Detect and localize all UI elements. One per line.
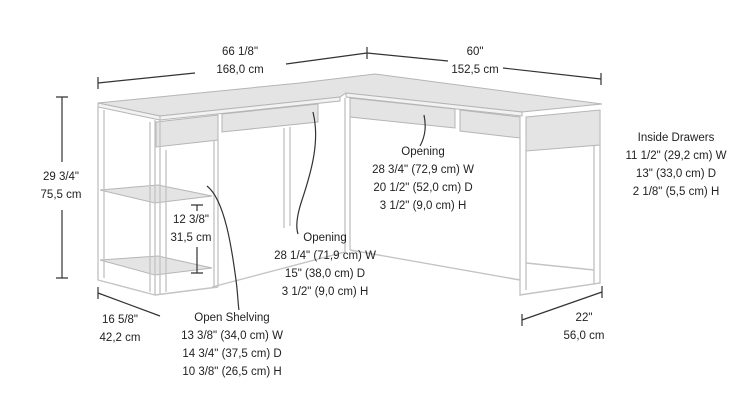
middle-legs [211, 127, 346, 288]
left-opening-title: Opening [303, 232, 347, 244]
open-shelving-label: Open Shelving 13 3/8" (34,0 cm) W 14 3/4… [181, 309, 283, 381]
open-shelving-height: 10 3/8" (26,5 cm) H [182, 366, 282, 378]
shelf-spacing-imperial: 12 3/8" [172, 214, 210, 226]
return-width-imperial: 60" [466, 46, 484, 58]
overall-width-imperial: 66 1/8" [221, 46, 259, 58]
shelf-leader [206, 185, 240, 311]
return-dimension-line [366, 52, 602, 85]
return-width-metric: 152,5 cm [451, 64, 499, 76]
upper-shelf [99, 184, 213, 204]
inside-drawers-height: 2 1/8" (5,5 cm) H [632, 186, 720, 198]
corner-legs [344, 98, 521, 281]
lower-shelf [99, 255, 213, 276]
right-depth-dimension-line [521, 286, 603, 326]
height-label: 29 3/4" 75,5 cm [41, 168, 82, 204]
right-depth-label: 22" 56,0 cm [564, 309, 605, 345]
width-dimension-line [97, 47, 368, 89]
shelf-spacing-dimension-line [191, 204, 203, 274]
inside-drawers-width: 11 1/2" (29,2 cm) W [625, 150, 727, 162]
right-end-drawer [525, 109, 601, 152]
left-opening-label: Opening 28 1/4" (71,9 cm) W 15" (38,0 cm… [274, 229, 376, 301]
left-opening-depth: 15" (38,0 cm) D [284, 268, 366, 280]
right-opening-label: Opening 28 3/4" (72,9 cm) W 20 1/2" (52,… [372, 143, 474, 215]
overall-width-metric: 168,0 cm [216, 64, 264, 76]
left-depth-imperial: 16 5/8" [101, 314, 139, 326]
right-depth-metric: 56,0 cm [563, 330, 605, 342]
shelf-spacing-label: 12 3/8" 31,5 cm [170, 211, 212, 247]
left-depth-label: 16 5/8" 42,2 cm [100, 311, 141, 347]
inside-drawers-depth: 13" (33,0 cm) D [635, 168, 717, 180]
overall-width-label: 66 1/8" 168,0 cm [216, 43, 263, 79]
right-depth-imperial: 22" [575, 312, 593, 324]
shelf-spacing-metric: 31,5 cm [170, 232, 212, 244]
right-opening [349, 97, 456, 129]
inside-drawers-label: Inside Drawers 11 1/2" (29,2 cm) W 13" (… [625, 129, 726, 201]
left-front-frame [154, 120, 219, 296]
left-side-frame [97, 107, 156, 296]
right-opening-title: Opening [401, 146, 445, 158]
right-opening-leader [419, 114, 426, 147]
height-imperial: 29 3/4" [42, 171, 80, 183]
left-depth-metric: 42,2 cm [99, 332, 141, 344]
height-dimension-line [56, 96, 68, 279]
open-shelving-width: 13 3/8" (34,0 cm) W [181, 330, 283, 342]
left-opening-leader [296, 111, 317, 235]
left-opening-height: 3 1/2" (9,0 cm) H [281, 286, 369, 298]
left-opening-width: 28 1/4" (71,9 cm) W [274, 250, 376, 262]
return-width-label: 60" 152,5 cm [451, 43, 498, 79]
left-opening [221, 103, 319, 133]
open-shelving-title: Open Shelving [194, 312, 270, 324]
left-depth-dimension-line [97, 287, 161, 317]
right-opening-depth: 20 1/2" (52,0 cm) D [373, 182, 473, 194]
right-opening-height: 3 1/2" (9,0 cm) H [379, 200, 467, 212]
open-shelving-depth: 14 3/4" (37,5 cm) D [182, 348, 282, 360]
right-leg-frame [519, 110, 601, 296]
height-metric: 75,5 cm [40, 189, 82, 201]
inside-drawers-title: Inside Drawers [637, 132, 715, 144]
right-opening-width: 28 3/4" (72,9 cm) W [372, 164, 474, 176]
